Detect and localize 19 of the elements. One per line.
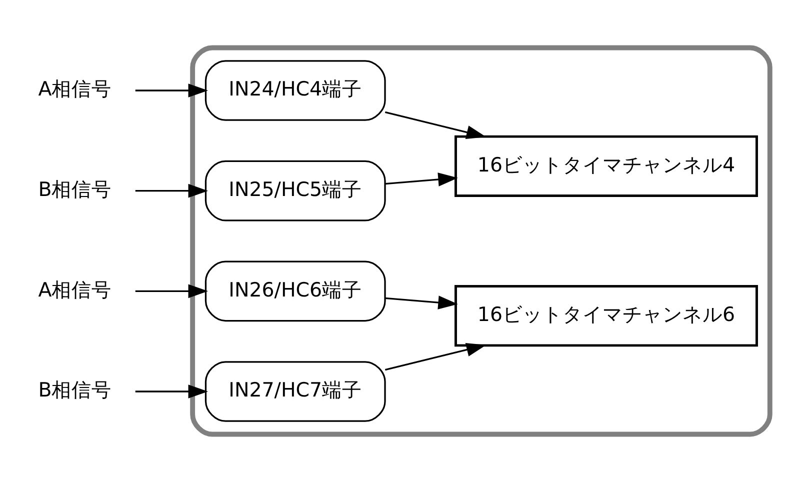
arrow bbox=[385, 296, 458, 310]
node-box: IN24/HC4端子 bbox=[204, 60, 386, 121]
cluster bbox=[190, 45, 772, 437]
arrow bbox=[384, 111, 486, 140]
node-box: IN26/HC6端子 bbox=[204, 260, 386, 322]
node-box: 16ビットタイマチャンネル6 bbox=[454, 285, 758, 347]
node-box: IN25/HC5端子 bbox=[204, 160, 386, 222]
node-text: A相信号 bbox=[38, 78, 112, 101]
arrow bbox=[135, 284, 208, 298]
arrow bbox=[384, 342, 486, 371]
arrow bbox=[385, 172, 458, 186]
node-text: A相信号 bbox=[38, 278, 112, 302]
arrow bbox=[135, 184, 208, 198]
node-text: B相信号 bbox=[38, 378, 112, 402]
node-box: IN27/HC7端子 bbox=[204, 361, 386, 422]
arrow bbox=[135, 84, 208, 98]
node-text: B相信号 bbox=[38, 178, 112, 201]
arrow bbox=[135, 384, 208, 398]
node-box: 16ビットタイマチャンネル4 bbox=[454, 135, 758, 197]
